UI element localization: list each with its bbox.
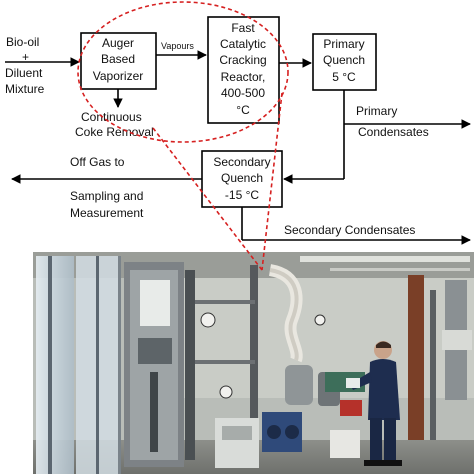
feed-label-line1: Bio-oil — [6, 35, 39, 49]
reactor-line1: Fast — [231, 21, 255, 35]
off-gas-line2: Sampling and — [70, 189, 143, 203]
highlight-ellipse — [77, 1, 289, 143]
primary-quench-line1: Primary — [323, 37, 364, 51]
reactor-line3: Cracking — [219, 53, 266, 67]
secondary-quench-line2: Quench — [221, 171, 263, 185]
reactor-highlight — [77, 1, 289, 271]
reactor-box: Fast Catalytic Cracking Reactor, 400-500… — [207, 16, 280, 124]
vaporizer-box: Auger Based Vaporizer — [80, 32, 157, 90]
plant-photo — [33, 252, 474, 474]
secondary-quench-line1: Secondary — [213, 155, 270, 169]
primary-quench-line3: 5 °C — [332, 70, 356, 84]
reactor-line4: Reactor, — [221, 70, 266, 84]
vaporizer-line1: Auger — [102, 36, 134, 50]
off-gas-line3: Measurement — [70, 206, 144, 220]
vaporizer-line2: Based — [101, 52, 135, 66]
feed-label-line4: Mixture — [5, 82, 45, 96]
secondary-quench-line3: -15 °C — [225, 188, 259, 202]
primary-quench-box: Primary Quench 5 °C — [312, 33, 377, 91]
coke-label-line2: Coke Removal — [75, 125, 154, 139]
highlight-leader-left — [152, 127, 263, 271]
reactor-line2: Catalytic — [220, 37, 266, 51]
primary-quench-line2: Quench — [323, 53, 365, 67]
primary-condensates-line2: Condensates — [358, 125, 429, 139]
reactor-line5: 400-500 — [221, 86, 265, 100]
flow-diagram: Bio-oil + Diluent Mixture Auger Based Va… — [5, 16, 471, 245]
feed-label: Bio-oil + Diluent Mixture — [5, 35, 45, 96]
reactor-line6: °C — [236, 103, 250, 117]
feed-label-line3: Diluent — [5, 66, 43, 80]
operator-figure — [346, 341, 402, 466]
vapours-label: Vapours — [161, 41, 194, 51]
off-gas-line1: Off Gas to — [70, 155, 125, 169]
feed-label-line2: + — [22, 50, 29, 64]
vaporizer-line3: Vaporizer — [93, 69, 143, 83]
secondary-condensates-label: Secondary Condensates — [284, 223, 415, 237]
coke-label-line1: Continuous — [81, 110, 142, 124]
primary-condensates-line1: Primary — [356, 104, 397, 118]
highlight-leader-right — [261, 92, 283, 271]
